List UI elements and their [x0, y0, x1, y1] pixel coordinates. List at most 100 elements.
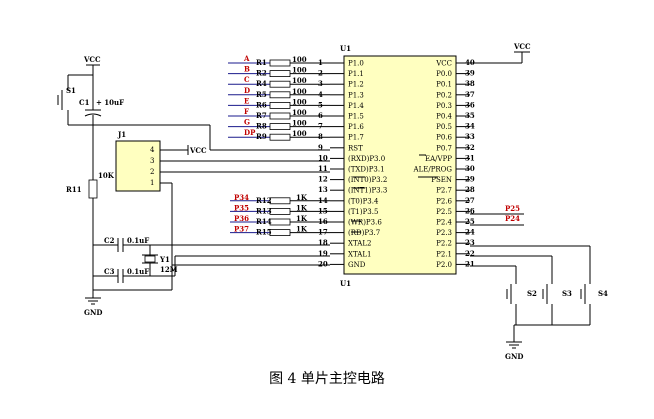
- net-label: F: [244, 107, 249, 116]
- resistor-r15: [269, 229, 291, 237]
- key-switches: S2 S3 S4: [470, 245, 608, 334]
- j1-pin-3: 3: [150, 157, 154, 165]
- resistor-r5: [269, 91, 291, 99]
- r11-label: R11: [66, 185, 82, 194]
- r11-resistor: [88, 179, 98, 199]
- pin-number: 34: [465, 122, 475, 131]
- pin-number: 7: [318, 122, 323, 131]
- resistor-ref: R14: [256, 217, 272, 226]
- pin-number: 40: [465, 58, 475, 67]
- j1-header: J1 4 3 2 1 VCC: [115, 130, 330, 265]
- c1-value: + 10uF: [96, 98, 124, 107]
- resistor-value: 100: [292, 119, 307, 128]
- pin-number: 2: [318, 69, 323, 78]
- resistor-r8: [269, 123, 291, 130]
- pin-name: P0.0: [436, 70, 452, 78]
- net-label: E: [244, 96, 249, 105]
- resistor-r2: [269, 70, 291, 77]
- pin-number: 23: [465, 238, 475, 247]
- net-label: P37: [234, 225, 249, 234]
- pin-number: 14: [318, 196, 328, 205]
- pin-name: P1.7: [348, 134, 364, 142]
- pin-number: 18: [318, 238, 328, 247]
- pin-number: 10: [318, 153, 328, 162]
- resistor-ref: R4: [256, 79, 267, 88]
- pin-number: 35: [465, 111, 475, 120]
- pin-number: 4: [318, 90, 323, 99]
- pin-name: P1.0: [348, 60, 364, 68]
- pin-number: 1: [318, 58, 323, 67]
- resistor-ref: R1: [256, 58, 267, 67]
- y1-label: Y1: [159, 255, 170, 264]
- pin-number: 32: [465, 143, 475, 152]
- resistor-value: 100: [292, 97, 307, 106]
- pin-name: (INT1)P3.3: [348, 187, 387, 195]
- vcc-symbol-right: VCC: [513, 42, 531, 53]
- pin-number: 29: [465, 175, 475, 184]
- net-label: G: [244, 118, 250, 127]
- pin-name: (T0)P3.4: [348, 197, 379, 205]
- pin-name: P0.5: [436, 123, 452, 131]
- gnd-symbol-left: GND: [84, 290, 102, 317]
- s1-label: S1: [66, 86, 76, 95]
- j1-pin-2: 2: [150, 168, 154, 176]
- pin-name: (TXD)P3.1: [348, 166, 385, 174]
- pin-name: P1.6: [348, 123, 364, 131]
- vcc-label-left: VCC: [83, 55, 101, 64]
- pin-name: (INT0)P3.2: [348, 176, 387, 184]
- pin-name: P2.7: [436, 187, 452, 195]
- pin-name: P2.3: [436, 229, 452, 237]
- pin-name: P1.5: [348, 113, 364, 121]
- resistor-value: 100: [292, 129, 307, 138]
- pin-name: XTAL2: [348, 240, 371, 248]
- pin-number: 21: [465, 259, 475, 268]
- pin-number: 12: [318, 175, 328, 184]
- pin-name: P1.1: [348, 70, 364, 78]
- pin-number: 17: [318, 228, 328, 237]
- s2-switch: S2: [506, 278, 537, 325]
- pin-name: XTAL1: [348, 250, 371, 258]
- j1-pin-1: 1: [150, 179, 154, 187]
- pin-name: P0.2: [436, 91, 452, 99]
- pin-number: 37: [465, 90, 475, 99]
- pin-name: (RXD)P3.0: [348, 155, 385, 163]
- resistor-ref: R7: [256, 111, 267, 120]
- resistor-ref: R15: [256, 228, 272, 237]
- net-label: DP: [244, 128, 256, 137]
- pin-name: P2.2: [436, 240, 452, 248]
- net-label: P36: [234, 214, 249, 223]
- pin-number: 9: [318, 143, 323, 152]
- vcc-symbol-left: VCC: [83, 55, 101, 66]
- pin-name: RST: [348, 144, 363, 152]
- pin-name: P2.1: [436, 250, 452, 258]
- gnd-symbol-right: GND: [505, 334, 523, 361]
- s4-switch: S4: [580, 278, 608, 325]
- pin-number: 15: [318, 206, 328, 215]
- j1-body: [115, 140, 161, 192]
- pin-number: 30: [465, 164, 475, 173]
- resistor-r12: [269, 197, 291, 205]
- pin-number: 8: [318, 132, 323, 141]
- net-label: D: [244, 86, 250, 95]
- resistor-r7: [269, 112, 291, 120]
- net-p24: P24: [505, 214, 520, 223]
- resistor-r6: [269, 102, 291, 109]
- pin-name: (RD)P3.7: [348, 229, 380, 237]
- pin-number: 3: [318, 79, 323, 88]
- resistor-r1: [269, 59, 291, 67]
- resistor-value: 100: [292, 76, 307, 85]
- crystal-circuit: C2 0.1uF C3 0.1uF Y1 12M: [93, 236, 330, 291]
- pin-name: P0.7: [436, 144, 452, 152]
- pin-name: P0.6: [436, 134, 452, 142]
- pin-name: EA/VPP: [425, 155, 452, 163]
- pin-number: 38: [465, 79, 475, 88]
- resistor-ref: R12: [256, 196, 272, 205]
- pin-name: (T1)P3.5: [348, 208, 378, 216]
- resistor-ref: R2: [256, 69, 267, 78]
- mcu-body: [343, 55, 457, 275]
- pin-number: 31: [465, 153, 475, 162]
- resistor-r4: [269, 80, 291, 88]
- y1-crystal: [144, 255, 156, 263]
